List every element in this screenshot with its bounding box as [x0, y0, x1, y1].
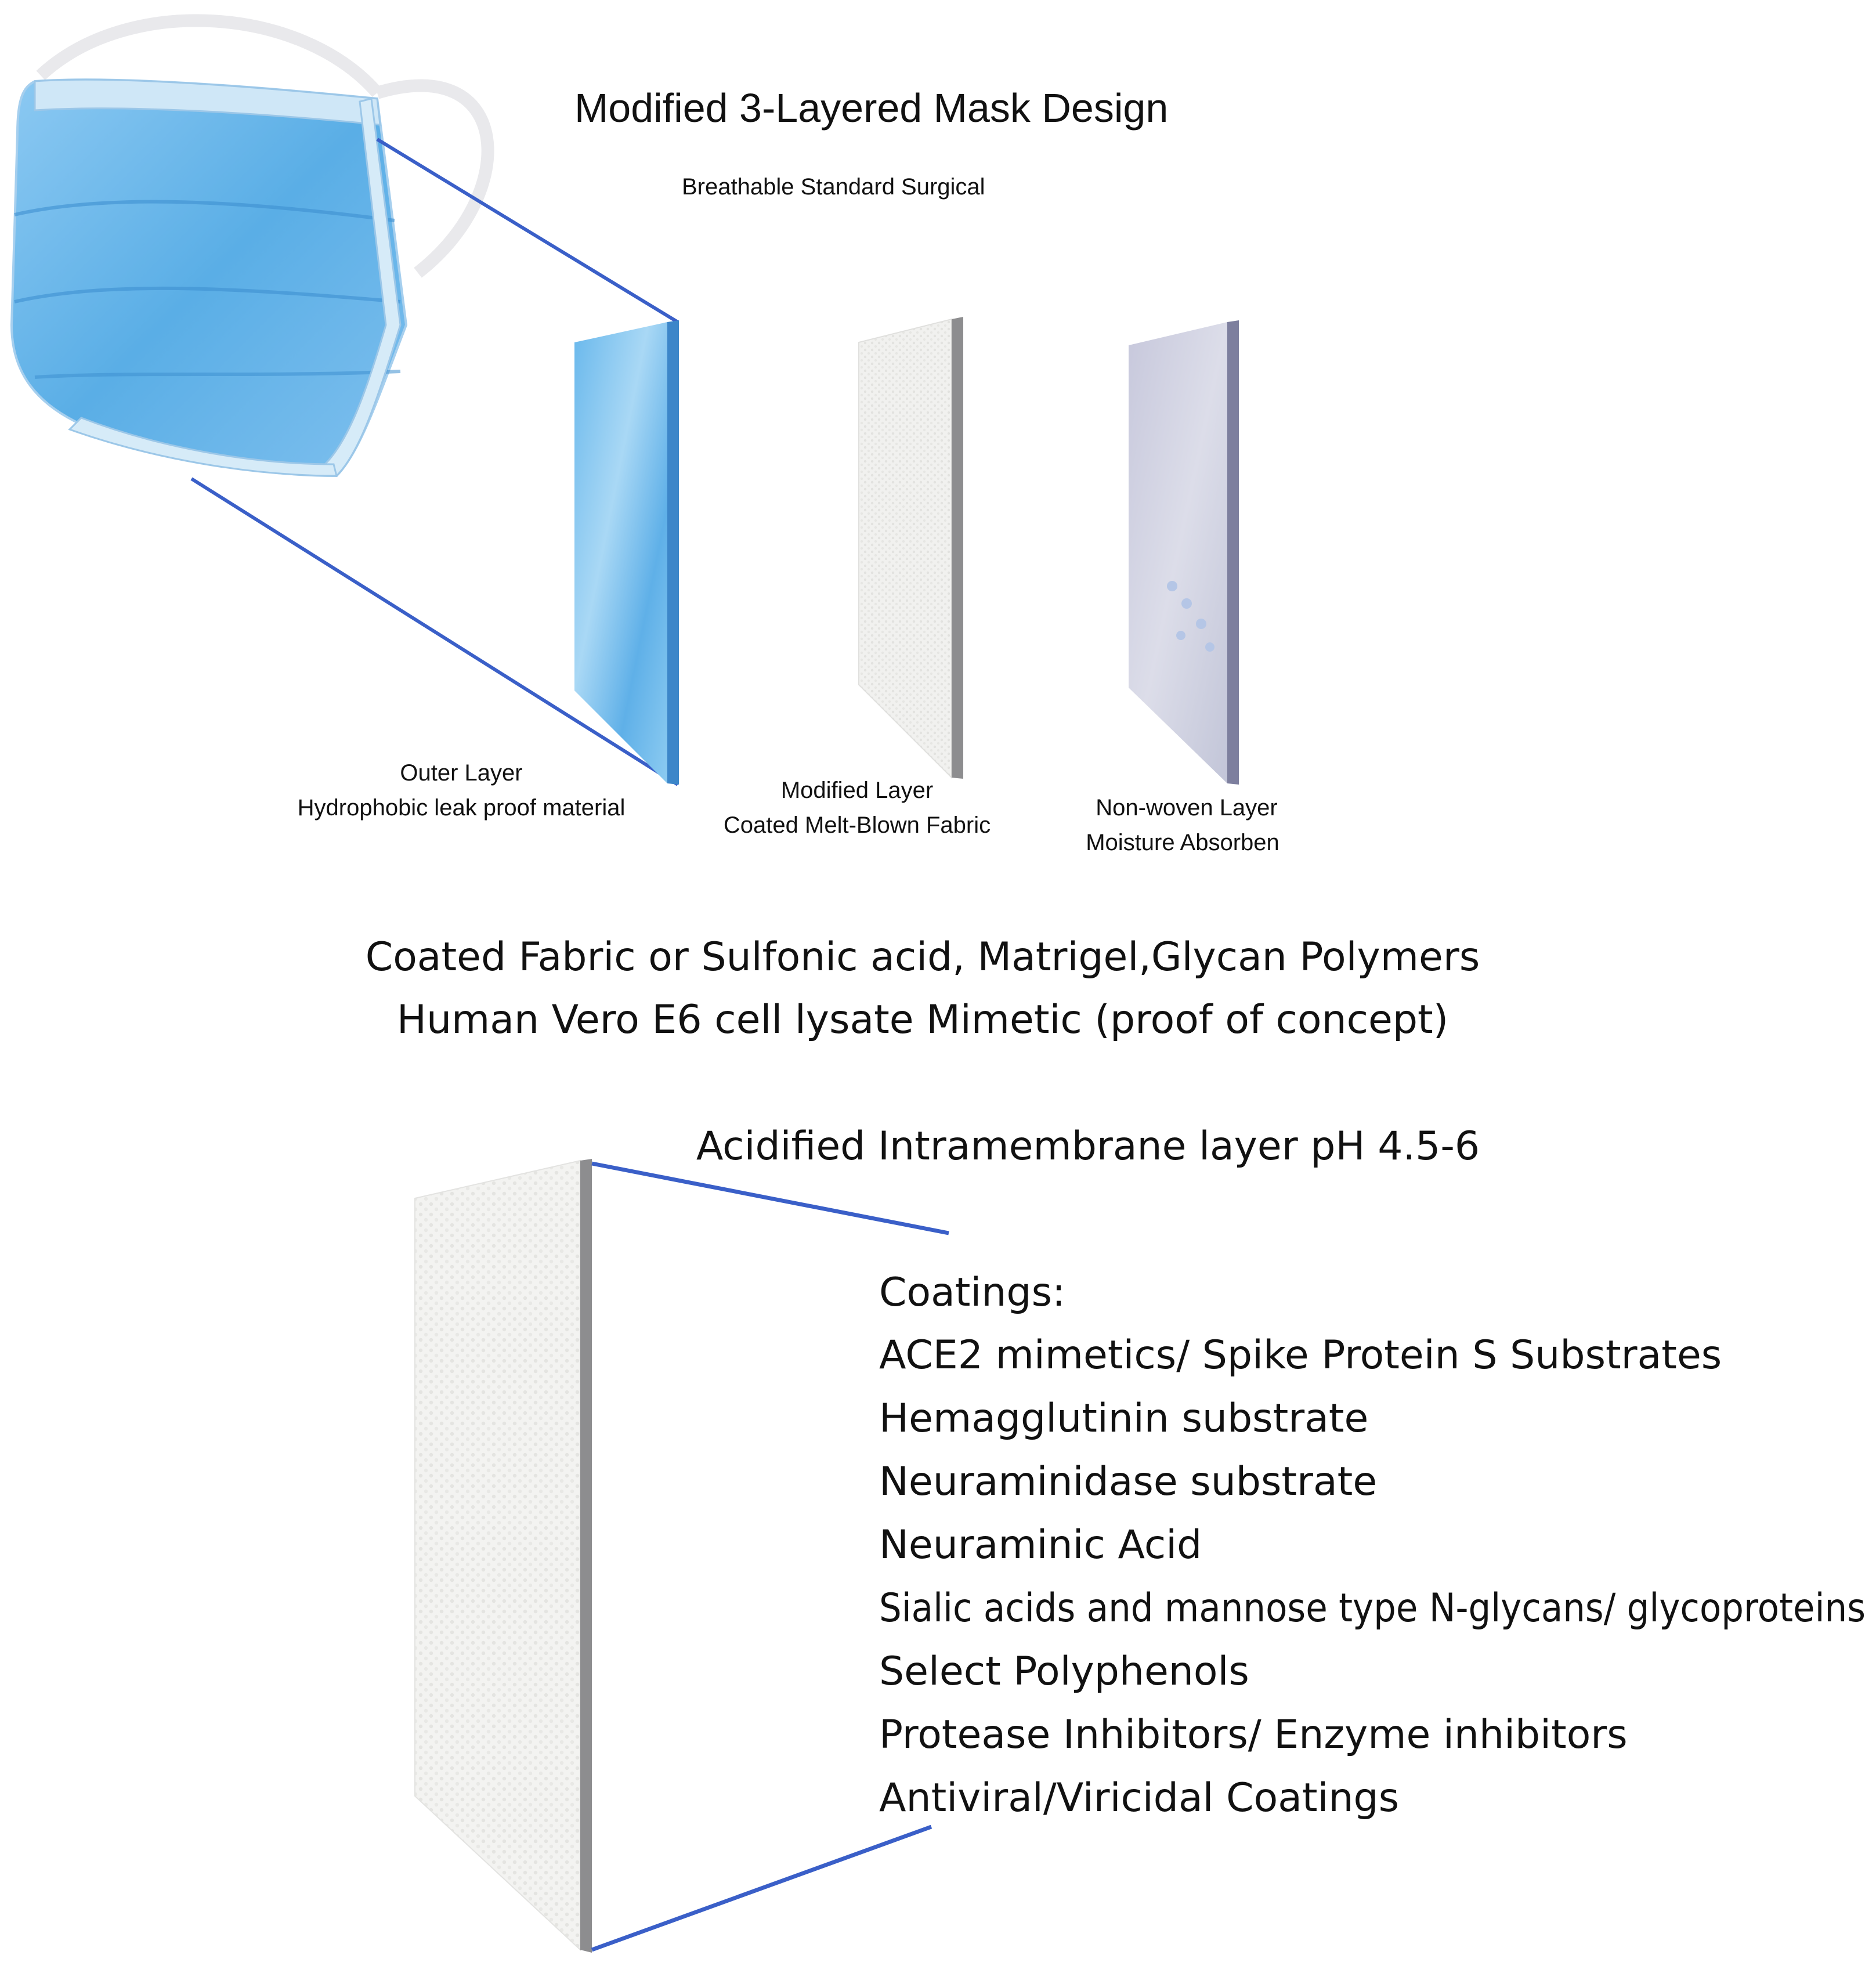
mask-pleat-2 — [14, 286, 401, 303]
coatings-heading: Coatings: — [879, 1270, 1065, 1316]
nonwoven-layer-panel — [1129, 320, 1239, 785]
connector-line-top — [376, 138, 679, 324]
connector-line-bottom — [190, 477, 679, 786]
intramembrane-layer-panel — [414, 1159, 592, 1953]
coating-item: ACE2 mimetics/ Spike Protein S Substrate… — [879, 1332, 1722, 1378]
diagram-title: Modified 3-Layered Mask Design — [574, 85, 1168, 131]
coating-item: Antiviral/Viricidal Coatings — [879, 1775, 1399, 1821]
coating-item: Protease Inhibitors/ Enzyme inhibitors — [879, 1712, 1628, 1758]
connector-line-coatings-top — [591, 1161, 949, 1235]
layer-description-outer: Hydrophobic leak proof material — [298, 795, 626, 821]
coating-item: Neuraminidase substrate — [879, 1459, 1377, 1505]
coating-item: Select Polyphenols — [879, 1649, 1249, 1694]
intramembrane-label: Acidified Intramembrane layer pH 4.5-6 — [696, 1123, 1480, 1169]
surgical-mask-illustration — [10, 14, 494, 478]
layer-description-modified: Coated Melt-Blown Fabric — [724, 812, 991, 838]
mask-pleat-1 — [14, 200, 395, 222]
coating-note-line-2: Human Vero E6 cell lysate Mimetic (proof… — [397, 997, 1448, 1043]
modified-layer-panel — [858, 317, 963, 779]
coating-item: Neuraminic Acid — [879, 1522, 1202, 1568]
connector-line-coatings-bottom — [591, 1824, 932, 1952]
mask-pleat-3 — [34, 370, 401, 379]
coating-note-line-1: Coated Fabric or Sulfonic acid, Matrigel… — [366, 934, 1480, 980]
coating-item: Hemagglutinin substrate — [879, 1396, 1368, 1441]
layer-name-modified: Modified Layer — [781, 778, 933, 803]
layer-name-nonwoven: Non-woven Layer — [1096, 795, 1278, 821]
layer-description-nonwoven: Moisture Absorben — [1086, 830, 1279, 855]
ear-loop — [36, 14, 382, 97]
outer-layer-panel — [574, 320, 679, 785]
layer-name-outer: Outer Layer — [400, 760, 522, 786]
coating-item: Sialic acids and mannose type N-glycans/… — [879, 1585, 1866, 1631]
mask-bottom-hem — [68, 417, 338, 477]
mask-top-hem — [34, 78, 381, 126]
diagram-subtitle: Breathable Standard Surgical — [682, 174, 985, 200]
mask-body — [10, 78, 408, 478]
ear-loop-lower — [375, 79, 494, 278]
